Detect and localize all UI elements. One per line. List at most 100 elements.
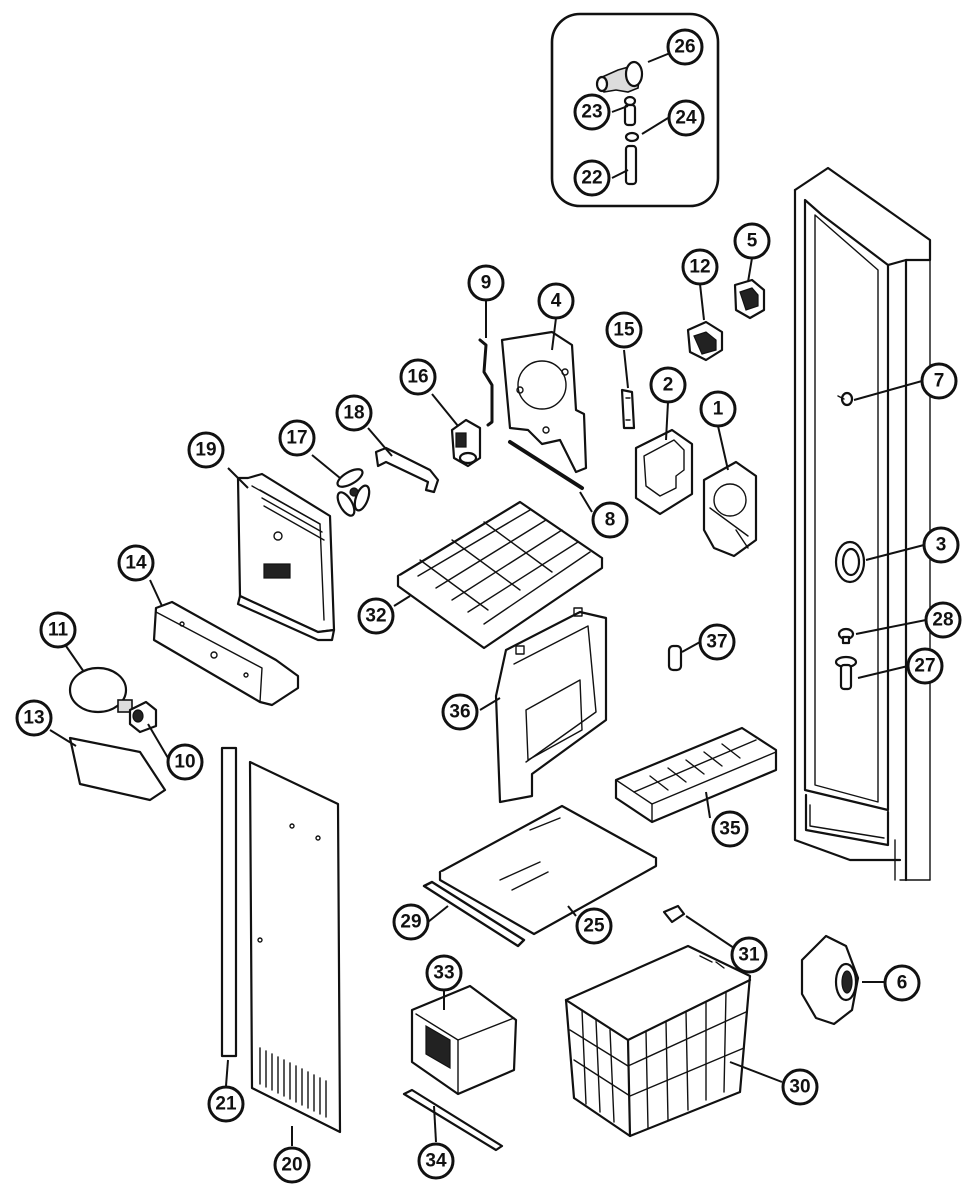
part-12-cover (686, 320, 724, 362)
callout-9-label: 9 (481, 273, 492, 294)
part-21-tube (220, 746, 238, 1058)
part-34-strip (402, 1088, 504, 1152)
part-13-shield (68, 736, 167, 802)
part-37-spacer (667, 644, 683, 672)
callout-27: 27 (906, 647, 944, 685)
callout-36-label: 36 (449, 702, 470, 723)
callout-32: 32 (357, 597, 395, 635)
callout-2-label: 2 (663, 375, 674, 396)
callout-22: 22 (573, 159, 611, 197)
part-4-plate (500, 330, 588, 474)
callout-24: 24 (667, 99, 705, 137)
leader-lines (49, 46, 927, 1146)
part-17-fan (336, 468, 371, 517)
callout-29: 29 (392, 903, 430, 941)
callouts: 26 23 24 22 5 12 9 4 15 7 2 1 16 18 17 1… (15, 28, 962, 1184)
part-27-stem (834, 655, 858, 691)
callout-10-label: 10 (174, 752, 195, 773)
callout-15: 15 (605, 311, 643, 349)
callout-18: 18 (335, 394, 373, 432)
part-16-motor (450, 418, 482, 468)
part-6-knob (800, 934, 860, 1026)
callout-6: 6 (883, 964, 921, 1002)
part-30-basket (564, 944, 752, 1138)
callout-31: 31 (730, 936, 768, 974)
callout-28: 28 (924, 601, 962, 639)
callout-11: 11 (39, 611, 77, 649)
callout-27-label: 27 (914, 656, 935, 677)
callout-31-label: 31 (738, 945, 760, 966)
callout-24-label: 24 (675, 108, 697, 129)
part-23-nut (623, 95, 637, 127)
callout-3-label: 3 (936, 535, 947, 556)
callout-12: 12 (681, 248, 719, 286)
callout-3: 3 (922, 526, 960, 564)
callout-16-label: 16 (407, 367, 428, 388)
callout-30-label: 30 (789, 1077, 810, 1098)
callout-28-label: 28 (932, 610, 953, 631)
inset-box (550, 12, 720, 208)
callout-37: 37 (698, 623, 736, 661)
callout-23: 23 (573, 93, 611, 131)
part-2-housing (634, 428, 694, 516)
part-20-panel (248, 760, 342, 1134)
callout-35: 35 (711, 810, 749, 848)
part-29-trim (422, 880, 526, 948)
callout-37-label: 37 (706, 632, 727, 653)
part-1-housing (702, 460, 758, 558)
fridge-cabinet (793, 166, 932, 882)
part-15-bracket (620, 388, 636, 430)
part-18-bracket (374, 446, 440, 494)
callout-33: 33 (425, 954, 463, 992)
callout-4-label: 4 (551, 291, 562, 312)
callout-30: 30 (781, 1068, 819, 1106)
callout-18-label: 18 (343, 403, 364, 424)
callout-26: 26 (666, 28, 704, 66)
callout-17-label: 17 (286, 428, 307, 449)
part-10-socket (128, 700, 158, 734)
part-24-ring (624, 131, 640, 143)
callout-6-label: 6 (897, 973, 908, 994)
part-32-shelf (396, 500, 604, 650)
callout-13: 13 (15, 699, 53, 737)
callout-14: 14 (117, 544, 155, 582)
callout-21: 21 (207, 1085, 245, 1123)
part-28-screw (837, 627, 855, 645)
callout-8-label: 8 (605, 510, 616, 531)
callout-22-label: 22 (581, 168, 602, 189)
callout-23-label: 23 (581, 102, 602, 123)
part-3-grommet (834, 540, 866, 584)
part-36-panel (494, 607, 608, 804)
callout-7: 7 (920, 362, 958, 400)
part-11-bulb (68, 666, 133, 714)
callout-29-label: 29 (400, 912, 421, 933)
callout-17: 17 (278, 419, 316, 457)
part-19-panel (236, 472, 336, 642)
part-25-glass-shelf (438, 804, 658, 936)
callout-1-label: 1 (713, 399, 724, 420)
callout-11-label: 11 (48, 620, 69, 641)
callout-19-label: 19 (195, 440, 216, 461)
part-9-wire (478, 338, 494, 427)
callout-33-label: 33 (433, 963, 454, 984)
callout-2: 2 (649, 366, 687, 404)
callout-32-label: 32 (365, 606, 386, 627)
callout-19: 19 (187, 431, 225, 469)
part-35-ice-tray (614, 726, 778, 824)
callout-4: 4 (537, 282, 575, 320)
part-26-fitting (595, 60, 644, 93)
callout-20-label: 20 (281, 1155, 302, 1176)
callout-10: 10 (166, 743, 204, 781)
callout-7-label: 7 (934, 371, 945, 392)
callout-8: 8 (591, 501, 629, 539)
callout-26-label: 26 (674, 37, 695, 58)
callout-5: 5 (733, 222, 771, 260)
part-7-screw (837, 391, 854, 407)
callout-35-label: 35 (719, 819, 741, 840)
callout-1: 1 (699, 390, 737, 428)
callout-21-label: 21 (215, 1094, 237, 1115)
callout-36: 36 (441, 693, 479, 731)
part-33-crisper (410, 984, 518, 1096)
callout-12-label: 12 (689, 257, 710, 278)
callout-15-label: 15 (613, 320, 635, 341)
